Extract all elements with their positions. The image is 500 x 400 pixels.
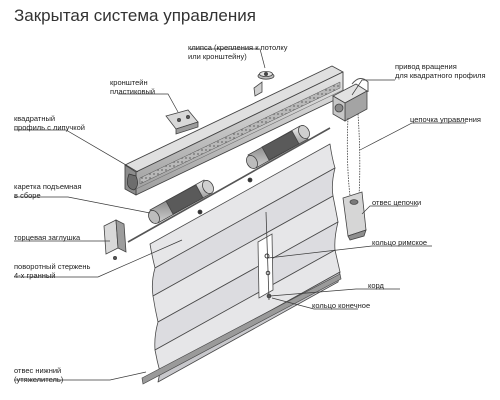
- fabric-opening: [257, 233, 274, 299]
- rod-and-carriages: [127, 125, 331, 243]
- carriage-roller-left: [148, 179, 214, 224]
- label-drive: привод вращения для квадратного профиля: [395, 62, 486, 80]
- label-chain: цепочка управления: [410, 115, 481, 124]
- ceiling-clip: [253, 71, 275, 97]
- label-roman-ring: кольцо римское: [372, 238, 428, 247]
- control-chain: [346, 113, 361, 197]
- leader-lines: [14, 48, 466, 381]
- label-end-ring: кольцо конечное: [312, 301, 371, 310]
- label-end-cap: торцевая заглушка: [14, 233, 81, 242]
- label-chain-weight: отвес цепочки: [372, 198, 422, 207]
- diagram-title: Закрытая система управления: [14, 6, 256, 25]
- end-cap: [103, 219, 127, 260]
- fabric-panel: [149, 143, 341, 383]
- cord-line: [264, 211, 272, 301]
- label-profile: квадратный профиль с липучкой: [14, 114, 85, 132]
- carriage-roller-right: [246, 125, 310, 169]
- bottom-weight-bar: [141, 273, 342, 385]
- label-clip: клипса (крепления к потолку или кронштей…: [188, 43, 288, 61]
- plastic-bracket: [165, 109, 199, 135]
- drive-block: [332, 78, 369, 122]
- profile-rail: [124, 65, 344, 196]
- label-bracket: кронштейн пластиковый: [110, 78, 156, 96]
- label-carriage: каретка подъемная в сборе: [14, 182, 82, 200]
- chain-weight: [342, 191, 367, 241]
- label-cord: корд: [368, 281, 384, 290]
- label-bottom-weight: отвес нижний (утяжелитель): [14, 366, 64, 384]
- label-rod: поворотный стержень 4-х гранный: [14, 262, 91, 280]
